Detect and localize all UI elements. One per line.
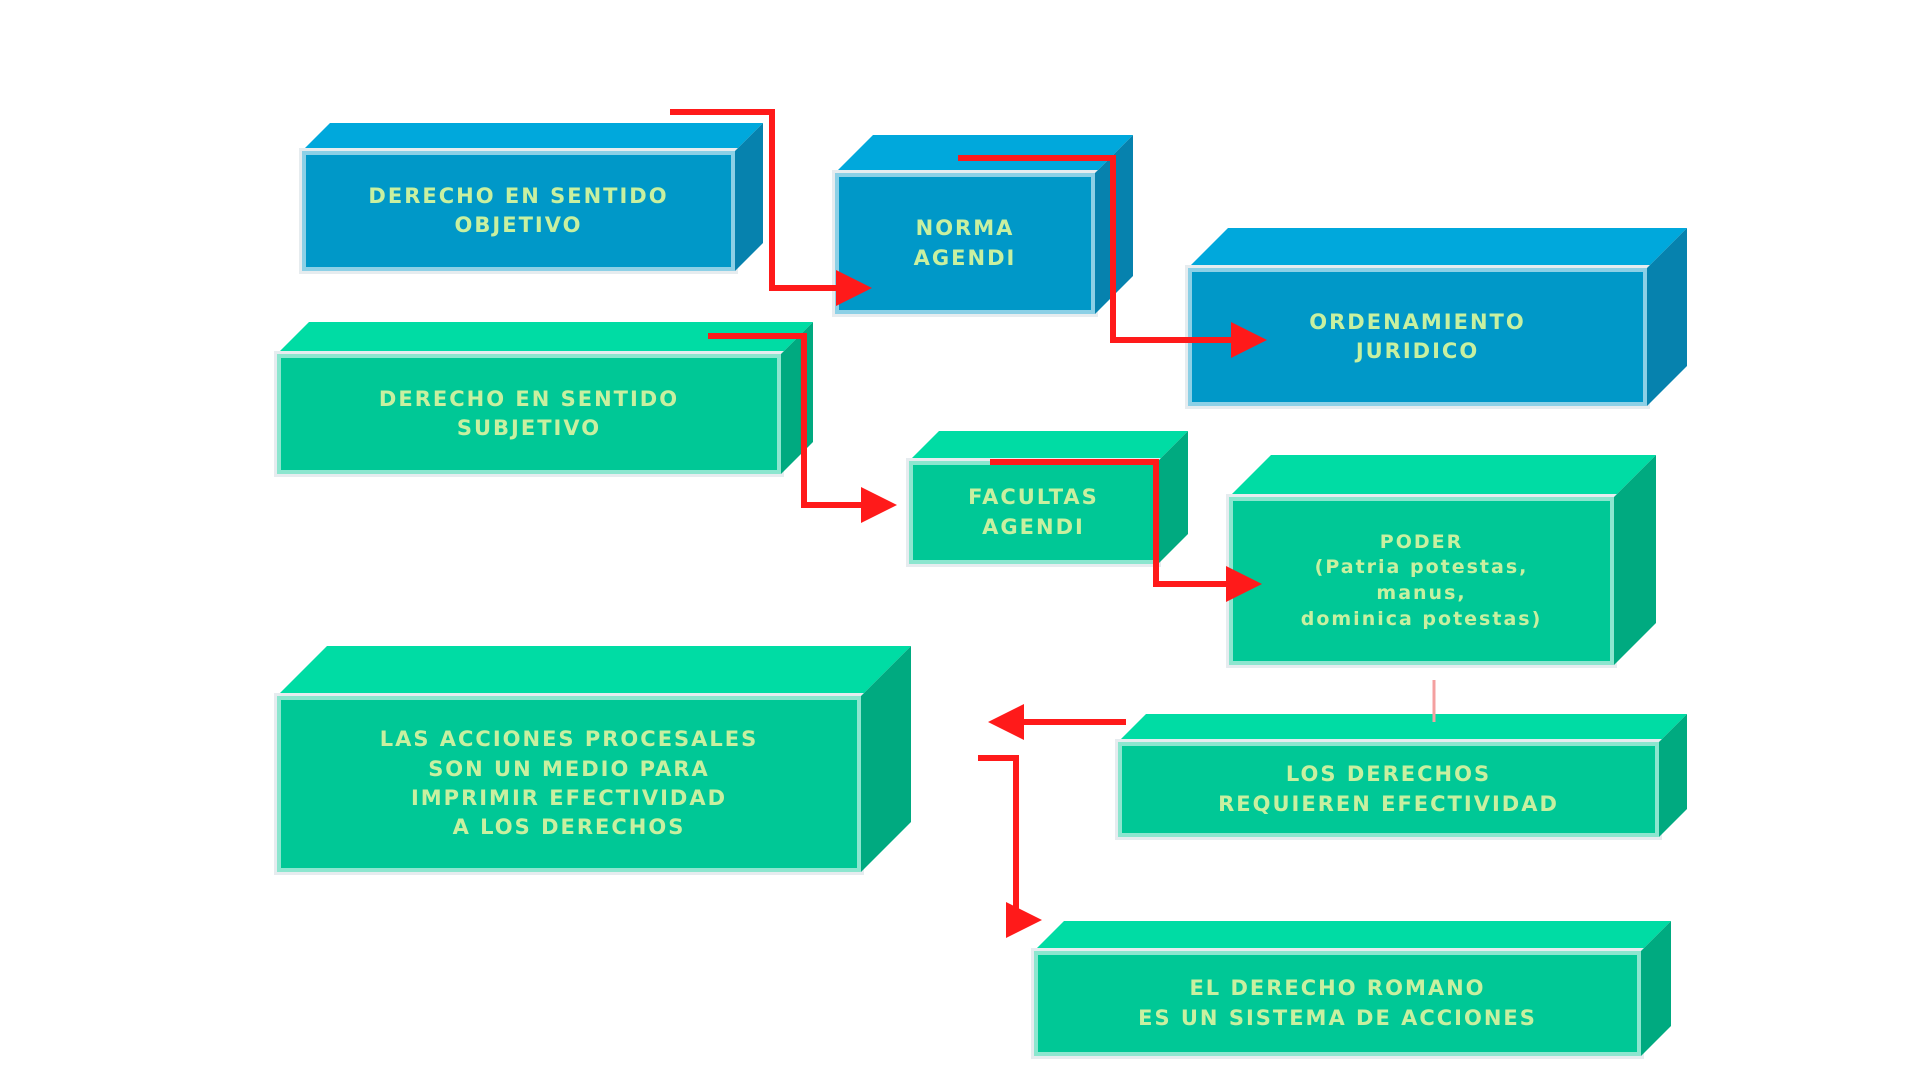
box-top-face — [1229, 455, 1656, 497]
node-poder: PODER (Patria potestas, manus, dominica … — [1229, 455, 1656, 665]
box-front-face: NORMA AGENDI — [835, 173, 1095, 314]
box-top-face — [909, 431, 1188, 461]
box-top-face — [835, 135, 1133, 173]
box-top-face — [277, 322, 813, 354]
node-label: NORMA AGENDI — [913, 216, 1017, 270]
node-label: LAS ACCIONES PROCESALES SON UN MEDIO PAR… — [379, 727, 759, 840]
node-label: EL DERECHO ROMANO ES UN SISTEMA DE ACCIO… — [1138, 976, 1537, 1030]
box-front-face: DERECHO EN SENTIDO SUBJETIVO — [277, 354, 781, 474]
node-label: FACULTAS AGENDI — [968, 485, 1099, 539]
node-derecho-subjetivo: DERECHO EN SENTIDO SUBJETIVO — [277, 322, 813, 474]
box-side-face — [1614, 455, 1656, 665]
box-front-face: LOS DERECHOS REQUIEREN EFECTIVIDAD — [1118, 742, 1659, 837]
box-front-face: EL DERECHO ROMANO ES UN SISTEMA DE ACCIO… — [1034, 951, 1641, 1056]
box-front-face: FACULTAS AGENDI — [909, 461, 1158, 564]
box-front-face: PODER (Patria potestas, manus, dominica … — [1229, 497, 1614, 665]
node-label: PODER (Patria potestas, manus, dominica … — [1300, 530, 1543, 630]
node-label: DERECHO EN SENTIDO SUBJETIVO — [378, 386, 680, 440]
box-front-face: ORDENAMIENTO JURIDICO — [1188, 268, 1647, 406]
box-top-face — [1034, 921, 1671, 951]
node-derechos-efectividad: LOS DERECHOS REQUIEREN EFECTIVIDAD — [1118, 714, 1687, 837]
box-top-face — [1188, 228, 1687, 268]
node-derecho-romano: EL DERECHO ROMANO ES UN SISTEMA DE ACCIO… — [1034, 921, 1671, 1056]
node-label: DERECHO EN SENTIDO OBJETIVO — [368, 183, 669, 237]
node-label: ORDENAMIENTO JURIDICO — [1309, 309, 1526, 363]
box-front-face: LAS ACCIONES PROCESALES SON UN MEDIO PAR… — [277, 696, 861, 872]
box-front-face: DERECHO EN SENTIDO OBJETIVO — [302, 151, 735, 271]
node-facultas-agendi: FACULTAS AGENDI — [909, 431, 1188, 564]
box-top-face — [302, 123, 763, 151]
box-top-face — [1118, 714, 1687, 742]
box-top-face — [277, 646, 911, 696]
node-ordenamiento-juridico: ORDENAMIENTO JURIDICO — [1188, 228, 1687, 406]
node-norma-agendi: NORMA AGENDI — [835, 135, 1133, 314]
arrow-derechos-to-romano — [978, 755, 1042, 938]
node-acciones-procesales: LAS ACCIONES PROCESALES SON UN MEDIO PAR… — [277, 646, 911, 872]
node-derecho-objetivo: DERECHO EN SENTIDO OBJETIVO — [302, 123, 763, 271]
node-label: LOS DERECHOS REQUIEREN EFECTIVIDAD — [1218, 762, 1559, 816]
